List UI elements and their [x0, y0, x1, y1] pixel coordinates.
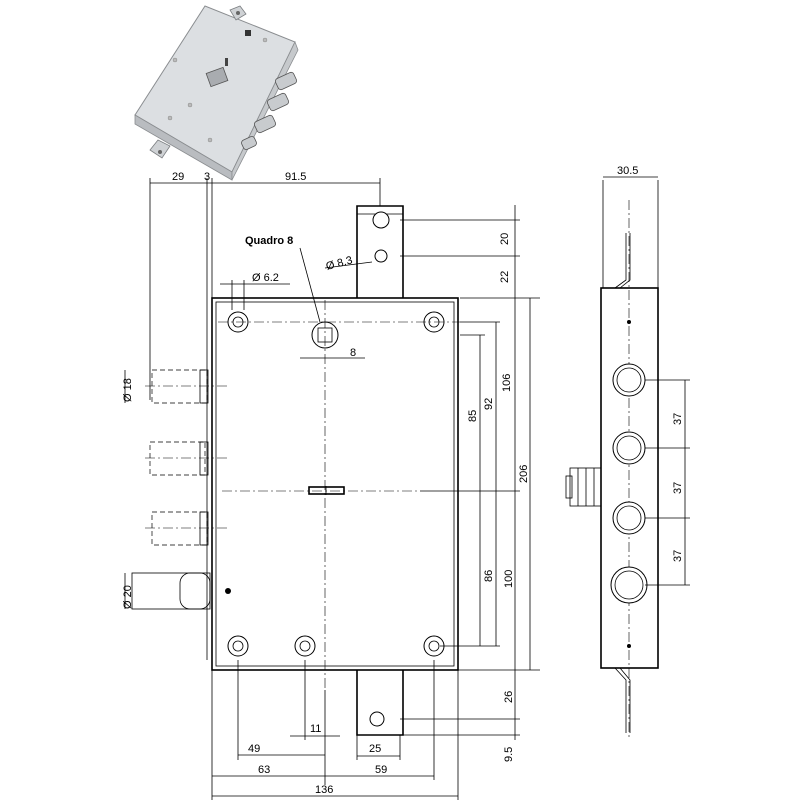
dim-phi-8-3: Ø 8.3: [325, 254, 354, 273]
dim-phi-6-2: Ø 6.2: [252, 272, 279, 284]
dim-11: 11: [310, 723, 321, 735]
dim-49: 49: [248, 743, 260, 755]
dim-37-bot: 37: [672, 550, 684, 562]
bolts-left: [131, 369, 230, 610]
dim-phi-18: Ø 18: [122, 378, 134, 402]
dim-22: 22: [499, 271, 511, 283]
dim-136: 136: [315, 784, 333, 796]
dim-26: 26: [503, 691, 515, 703]
lock-side-view: [565, 200, 659, 740]
dim-100: 100: [503, 570, 515, 588]
lock-product-photo: [134, 5, 299, 181]
dim-phi-20: Ø 20: [122, 585, 134, 609]
dim-square-8: 8: [350, 347, 356, 359]
dim-106: 106: [501, 374, 513, 392]
dim-86: 86: [483, 570, 495, 582]
dim-30-5: 30.5: [617, 165, 638, 177]
lock-front-view: [131, 205, 460, 736]
label-quadro-8: Quadro 8: [245, 235, 293, 247]
dim-63: 63: [258, 764, 270, 776]
dim-37-top: 37: [672, 413, 684, 425]
dim-91-5: 91.5: [285, 171, 306, 183]
dim-37-mid: 37: [672, 482, 684, 494]
dim-29: 29: [172, 171, 184, 183]
side-dimensions: 30.5 37 37 37: [602, 165, 690, 586]
dim-3: 3: [204, 171, 210, 183]
dim-85: 85: [467, 410, 479, 422]
dim-9-5: 9.5: [503, 747, 515, 762]
front-dimensions: 29 3 91.5 Ø 6.2 Ø 8.3 Quadro 8 8 20 22 8…: [122, 171, 540, 800]
dim-20: 20: [499, 233, 511, 245]
dim-206: 206: [518, 465, 530, 483]
dim-59: 59: [375, 764, 387, 776]
dim-25: 25: [369, 743, 381, 755]
dim-92: 92: [483, 398, 495, 410]
